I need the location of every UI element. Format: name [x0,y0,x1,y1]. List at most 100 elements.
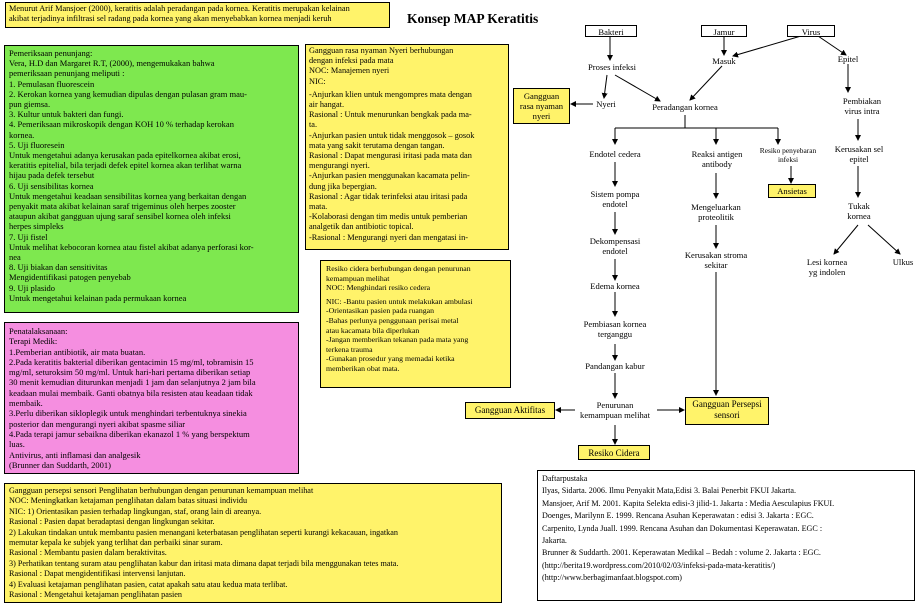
nyeri-line: dung jika bepergian. [309,181,377,191]
node-tukak: Tukak kornea [836,201,882,221]
node-pembiakan: Pembiakan virus intra [830,96,894,116]
node-reaksi-line: antibody [701,158,733,169]
node-masuk: Masuk [712,56,736,66]
nyeri-line: -Kolaborasi dengan tim medis untuk pembe… [309,212,468,222]
pemeriksaan-line: 9. Uji plasido [9,282,56,293]
nyeri-line: mata yang sakit terutama dengan tangan. [309,140,445,150]
penatalaksanaan-line: Penatalaksanaan: [9,326,68,336]
persepsi-line: memutar kepala ke subjek yang terlihat d… [9,538,223,548]
cidera-line: kemampuan melihat [326,273,390,283]
node-kerusakan-stroma-line: Kerusakan stroma [684,250,748,260]
penatalaksanaan-line: Antivirus, anti inflamasi dan analgesik [9,449,141,460]
nyeri-line: NOC: Manajemen nyeri [309,66,390,76]
node-dekompensasi-line: Dekompensasi [589,236,641,246]
node-gangguan-aktifitas: Gangguan Aktifitas [465,402,555,419]
node-ulkus: Ulkus [892,257,914,267]
node-proses-infeksi: Proses infeksi [588,62,636,72]
pemeriksaan-line: Untuk mengetahui keadaan sensibilitas ko… [9,190,247,201]
node-gangguan-rasa-line: nyeri [532,111,551,121]
pemeriksaan-line: Mengidentifikasi patogen penyebab [9,272,131,283]
cidera-line: memberikan obat mata. [326,363,400,373]
nyeri-line: -Anjurkan pasien untuk tidak menggosok –… [309,130,475,140]
node-persepsi-line: Gangguan Persepsi [692,399,762,409]
node-virus: Virus [787,25,835,37]
cidera-line: -Jangan memberikan tekanan pada mata yan… [326,335,469,345]
daftar-line: (http://www.berbagimanfaat.blogspot.com) [542,573,682,583]
daftar-line: Ilyas, Sidarta. 2006. Ilmu Penyakit Mata… [542,486,797,496]
persepsi-line: Gangguan persepsi sensori Penglihatan be… [9,486,314,495]
nyeri-intervensi-box: Gangguan rasa nyaman Nyeri berhubungan d… [305,44,509,250]
nyeri-line: Rasional : Untuk menurunkan bengkak pada… [309,110,472,120]
persepsi-line: Rasional : Pasien dapat beradaptasi deng… [9,517,215,527]
persepsi-line: 4) Evaluasi ketajaman penglihatan pasien… [9,579,288,589]
node-ansietas: Ansietas [768,184,816,198]
node-jamur: Jamur [701,25,747,37]
daftar-line: Carpenito, Lynda Juall. 1999. Rencana As… [542,523,823,533]
node-resiko-cidera: Resiko Cidera [578,445,650,460]
pemeriksaan-line: ataupun akibat gangguan ujung saraf sens… [9,211,231,222]
nyeri-line: dengan infeksi pada mata [309,56,394,66]
node-resiko-line: Resiko penyebaran [759,146,817,155]
penatalaksanaan-line: luas. [9,439,25,450]
pemeriksaan-line: Untuk mengetahui adanya kerusakan pada e… [9,150,241,161]
node-sistem-line: endotel [602,198,628,209]
persepsi-intervensi-box: Gangguan persepsi sensori Penglihatan be… [4,483,502,603]
node-mengeluarkan: Mengeluarkan proteolitik [682,202,750,222]
pemeriksaan-line: 5. Uji fluoresein [9,139,65,150]
node-lesi-line: yg indolen [808,266,846,277]
node-resiko-penyebaran: Resiko penyebaran infeksi [757,146,819,164]
node-reaksi: Reaksi antigen antibody [684,149,750,169]
nyeri-line: NIC: [309,76,326,86]
pemeriksaan-line: 3. Kultur untuk bakteri dan fungi. [9,109,124,120]
node-pembiakan-line: virus intra [844,105,880,116]
penatalaksanaan-line: 1.Pemberian antibiotik, air mata buatan. [9,346,146,357]
persepsi-line: NOC: Meningkatkan ketajaman penglihatan … [9,496,248,506]
pemeriksaan-box: Pemeriksaan penunjang: Vera, H.D dan Mar… [4,45,299,313]
nyeri-line: -Anjurkan pasien menggunakan kacamata pe… [309,171,470,181]
penatalaksanaan-line: (Brunner dan Suddarth, 2001) [9,459,111,470]
node-gangguan-persepsi: Gangguan Persepsi sensori [685,397,769,425]
daftar-heading: Daftarpustaka [542,474,588,483]
node-pembiakan-line: Pembiakan [842,96,882,106]
penatalaksanaan-line: mg/ml, seturoksim 50 mg/ml. Untuk hari-h… [9,367,251,378]
pemeriksaan-line: kornea. [9,129,35,140]
pemeriksaan-line: 8. Uji biakan dan sensitivitas [9,262,108,273]
cidera-line: atau kacamata bila diperlukan [326,325,420,335]
cidera-line: NOC: Menghindari resiko cedera [326,283,431,293]
page-title: Konsep MAP Keratitis [407,11,539,26]
nyeri-line: Rasional : Agar tidak terinfeksi atau ir… [309,191,468,201]
node-kerusakan-stroma-line: sekitar [704,259,728,270]
pemeriksaan-line: Vera, H.D dan Margaret R.T, (2000), meng… [9,58,215,69]
node-pembiasan-line: Pembiasan kornea [583,319,647,329]
pemeriksaan-line: hijau pada defek tersebut [9,170,95,181]
node-pandangan: Pandangan kabur [585,361,645,371]
daftar-line: Jakarta. [542,536,567,546]
penatalaksanaan-line: 2.Pada keratitis bakterial diberikan gen… [9,356,254,367]
pemeriksaan-line: pun giemsa. [9,99,51,110]
intro-line: Menurut Arif Mansjoer (2000), keratitis … [9,4,350,13]
pemeriksaan-line: 7. Uji fistel [9,231,48,242]
node-pembiasan: Pembiasan kornea terganggu [576,319,654,339]
daftar-line: Doenges, Marilynn E. 1999. Rencana Asuha… [542,511,814,521]
daftar-line: Mansjoer, Arif M. 2001. Kapita Selekta e… [542,498,835,508]
penatalaksanaan-line: 3.Perlu diberikan sikloplegik untuk meng… [9,408,247,419]
pemeriksaan-line: Untuk mengetahui kelainan pada permukaan… [9,292,187,303]
persepsi-line: 3) Perhatikan tentang suram atau penglih… [9,558,399,568]
pemeriksaan-line: 1. Pemulasan fluorescein [9,78,95,89]
node-mengeluarkan-line: proteolitik [698,211,734,222]
cidera-line: -Orientasikan pasien pada ruangan [326,306,435,316]
node-resiko-line: infeksi [777,155,799,164]
intro-line: akibat terjadinya infiltrasi sel radang … [9,13,332,23]
pemeriksaan-line: keratitis epitelial, bila terjadi defek … [9,160,242,171]
node-sistem-pompa: Sistem pompa endotel [582,189,648,209]
pemeriksaan-line: 2. Kerokan kornea yang kemudian dipulas … [9,88,247,99]
nyeri-line: mata. [309,202,328,212]
node-penurunan-line: Penurunan [596,400,634,410]
persepsi-line: Rasional : Dapat mengidentifikasi interv… [9,569,186,579]
penatalaksanaan-box: Penatalaksanaan: Terapi Medik: 1.Pemberi… [4,322,299,474]
nyeri-line: analgetik dan antibiotic topical. [309,222,414,232]
node-kerusakan-stroma: Kerusakan stroma sekitar [676,250,756,270]
node-reaksi-line: Reaksi antigen [691,149,743,159]
node-penurunan-line: kemampuan melihat [580,409,650,420]
cidera-line: -Gunakan prosedur yang memadai ketika [326,354,455,364]
